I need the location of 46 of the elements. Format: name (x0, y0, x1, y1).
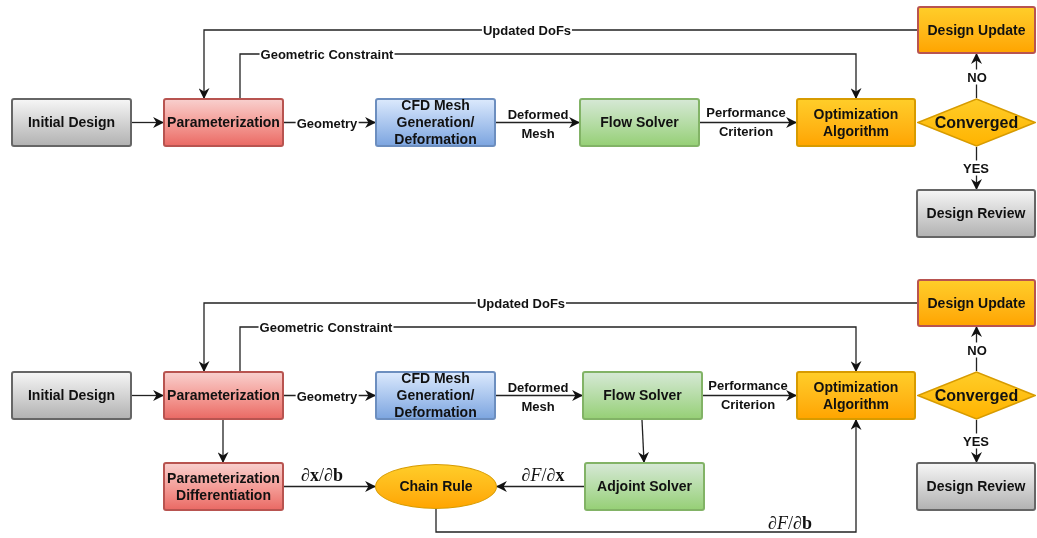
process-box: Parameterization Differentiation (163, 462, 284, 511)
process-box: Design Review (916, 462, 1036, 511)
process-box: Design Review (916, 189, 1036, 238)
edge-label: ∂F/∂x (521, 466, 565, 484)
process-box: Optimization Algorithm (796, 98, 916, 147)
edge-label: Deformed Mesh (506, 379, 570, 416)
arrow (702, 390, 798, 401)
process-box: Flow Solver (582, 371, 703, 420)
arrow (971, 52, 982, 99)
decision-diamond (917, 98, 1036, 147)
arrow (971, 325, 982, 372)
process-box: Flow Solver (579, 98, 700, 147)
process-box: Adjoint Solver (584, 462, 705, 511)
arrow (217, 419, 229, 464)
process-box: Initial Design (11, 371, 132, 420)
process-box: Design Update (917, 279, 1036, 327)
decision-diamond (917, 371, 1036, 420)
arrow (495, 481, 585, 492)
arrow (495, 390, 584, 401)
node-label: Converged (934, 385, 1019, 406)
edge-label: YES (962, 160, 990, 176)
arrow (131, 117, 165, 128)
edge-label: YES (962, 433, 990, 449)
process-ellipse: Chain Rule (375, 464, 497, 509)
arrow (699, 117, 798, 128)
process-box: CFD Mesh Generation/ Deformation (375, 371, 496, 420)
process-box: Parameterization (163, 98, 284, 147)
node-label: Converged (934, 112, 1019, 133)
arrow (638, 419, 649, 464)
process-box: Optimization Algorithm (796, 371, 916, 420)
process-box: Parameterization (163, 371, 284, 420)
edge-label: NO (966, 69, 988, 85)
arrow (131, 390, 165, 401)
process-box: Initial Design (11, 98, 132, 147)
edge-label: ∂x/∂b (301, 466, 343, 484)
edge-label: Deformed Mesh (506, 106, 570, 143)
process-box: CFD Mesh Generation/ Deformation (375, 98, 496, 147)
edge-label: Performance Criterion (705, 104, 787, 141)
arrow (435, 418, 862, 533)
process-box: Design Update (917, 6, 1036, 54)
arrow (495, 117, 581, 128)
edge-label: Performance Criterion (707, 377, 789, 414)
arrow (198, 29, 918, 100)
arrow (283, 481, 377, 492)
edge-label: NO (966, 342, 988, 358)
edge-label: ∂F/∂b (768, 514, 812, 532)
